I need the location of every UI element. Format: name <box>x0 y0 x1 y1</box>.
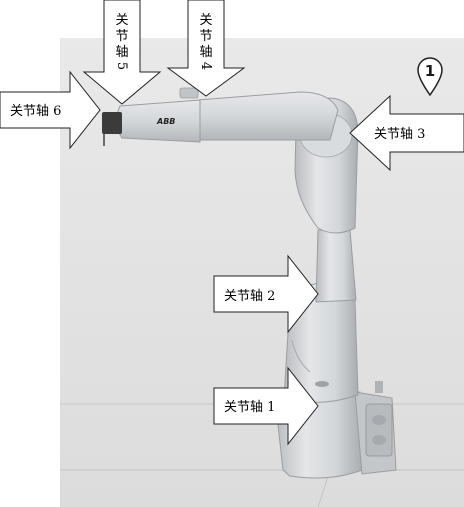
badge-number: 1 <box>425 62 435 80</box>
axis-4-callout: 关 节 轴 4 <box>166 0 246 97</box>
axis-3-label: 关节轴 3 <box>374 127 425 142</box>
axis-5-callout: 关 节 轴 5 <box>82 0 162 105</box>
axis-5-char-1: 关 <box>115 13 128 28</box>
axis-4-char-1: 关 <box>199 13 212 28</box>
axis-4-char-2: 节 <box>199 29 212 44</box>
axis-5-char-3: 轴 <box>115 45 128 60</box>
robot-forearm: ABB <box>102 87 339 146</box>
axis-4-char-3: 轴 <box>199 45 212 60</box>
axis-2-callout: 关节轴 2 <box>213 254 319 334</box>
axis-5-char-2: 节 <box>115 29 128 44</box>
axis-6-label: 关节轴 6 <box>10 104 61 119</box>
axis-1-callout: 关节轴 1 <box>213 366 319 446</box>
axis-1-label: 关节轴 1 <box>224 400 275 415</box>
figure-number-badge: 1 <box>417 57 443 97</box>
axis-2-label: 关节轴 2 <box>224 289 275 304</box>
abb-logo: ABB <box>156 117 175 126</box>
axis-6-callout: 关节轴 6 <box>0 70 101 150</box>
axis-4-char-4: 4 <box>198 62 213 70</box>
axis-3-callout: 关节轴 3 <box>349 94 464 172</box>
axis-5-char-4: 5 <box>114 62 129 70</box>
